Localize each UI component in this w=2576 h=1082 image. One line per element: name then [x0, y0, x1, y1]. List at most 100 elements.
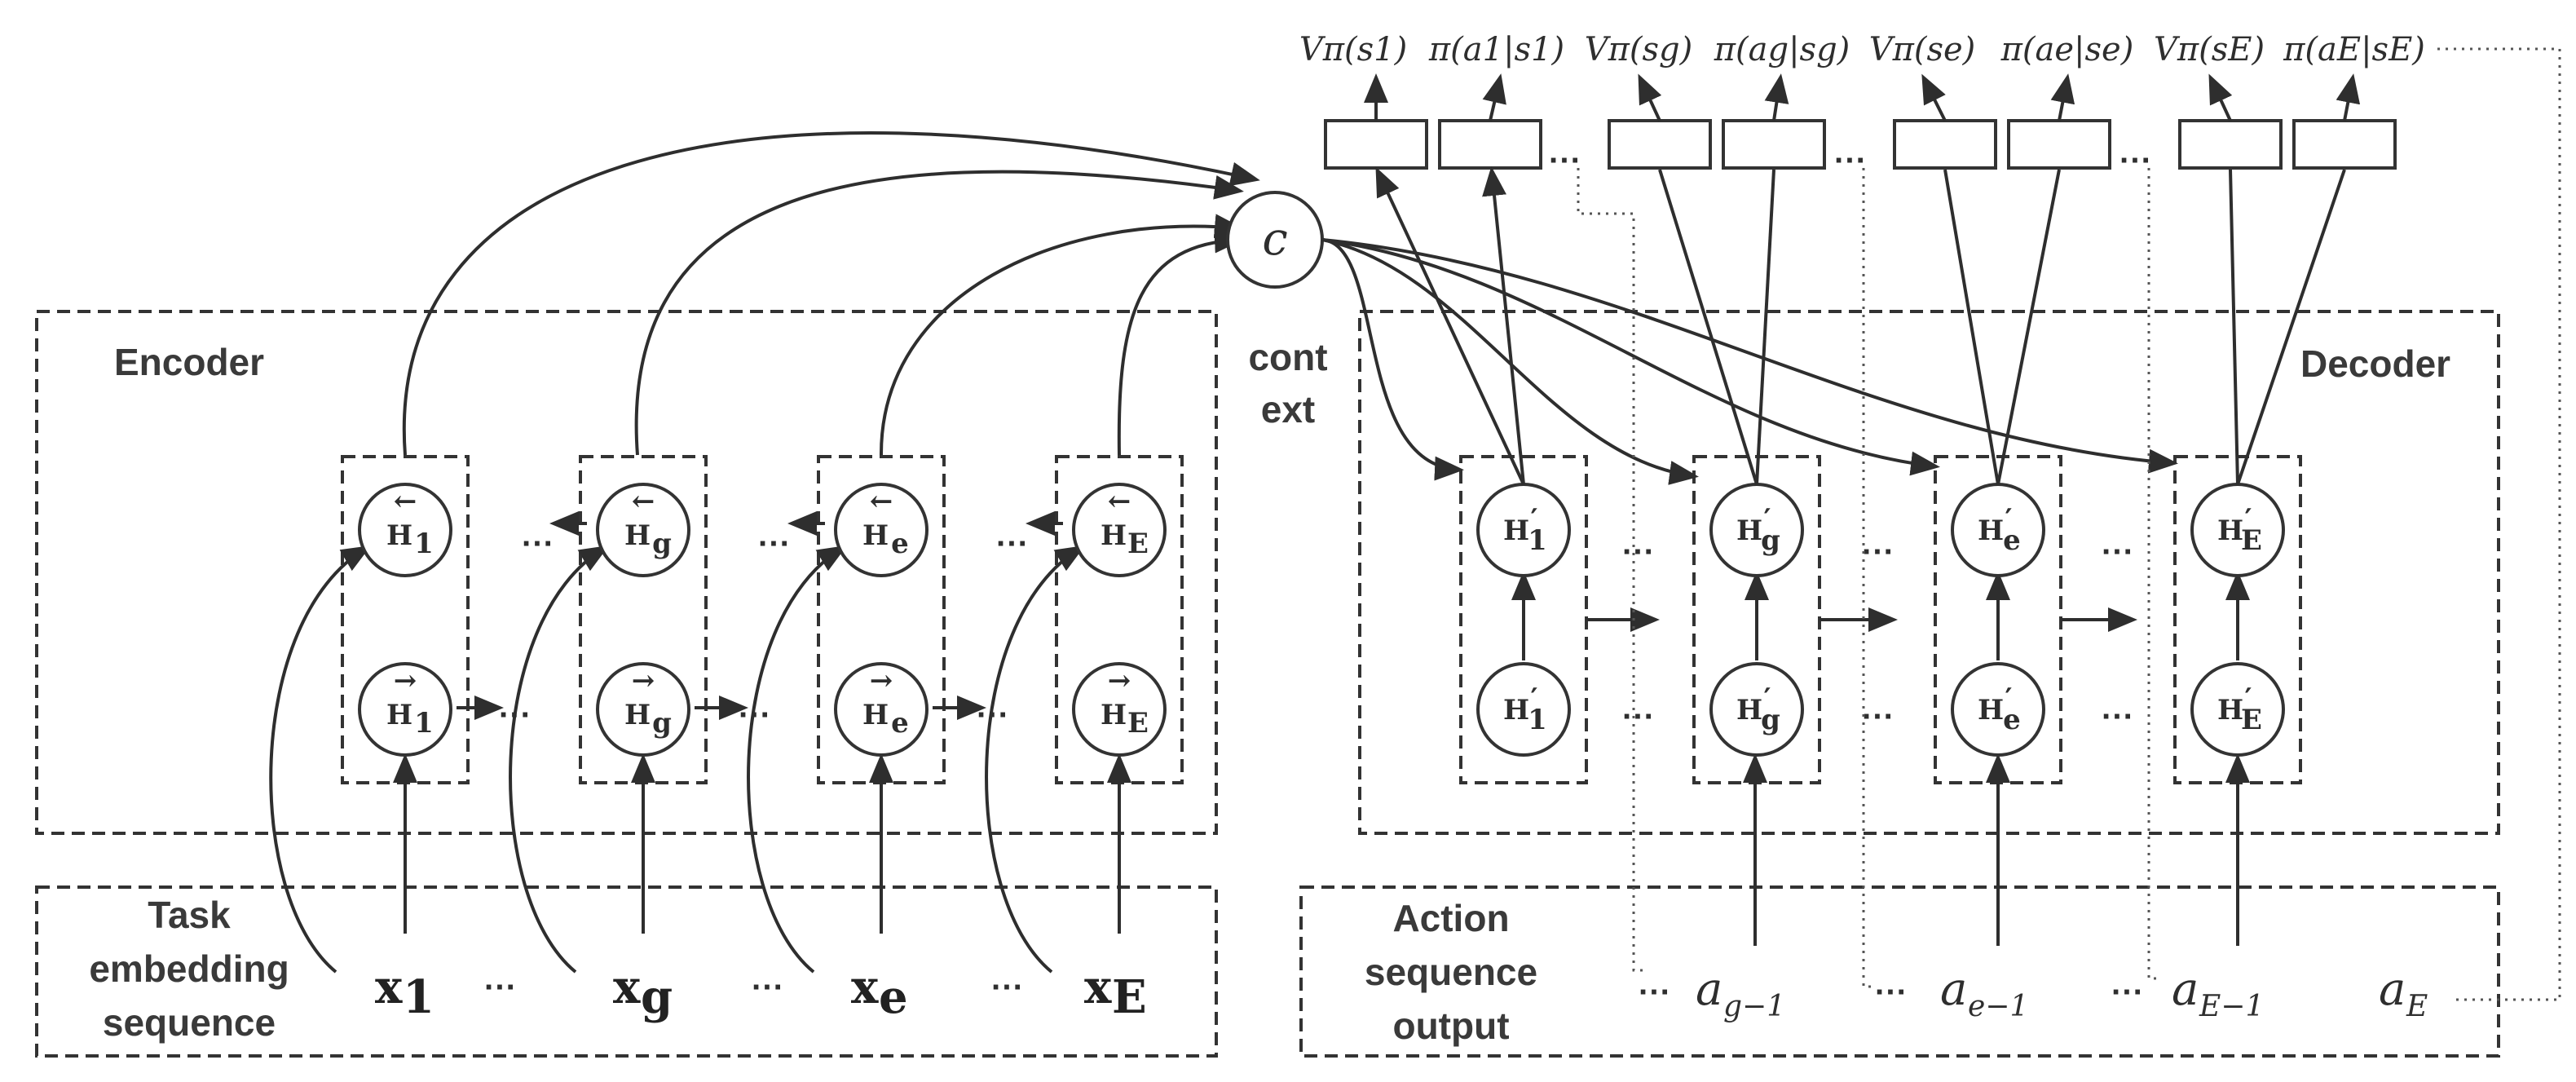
svg-text:x: x — [1084, 961, 1112, 1014]
decg-to-value — [1658, 169, 1758, 485]
value-head-1 — [1324, 119, 1428, 170]
svg-text:x: x — [851, 961, 879, 1014]
enc-ellipsis-b3: ··· — [996, 526, 1029, 562]
svg-text:g: g — [641, 970, 673, 1024]
context-to-dec-e — [1321, 238, 1940, 476]
svg-text:′: ′ — [2245, 682, 2252, 715]
enc-to-context-e — [879, 214, 1244, 456]
svg-text:E: E — [2241, 524, 2262, 557]
label-value-sE: Vπ(sE) — [2154, 31, 2265, 68]
input-x1: x 1 — [375, 961, 434, 1024]
svg-text:′: ′ — [2005, 682, 2013, 715]
enc-node-fwd-e: → H e — [834, 662, 929, 757]
svg-text:H: H — [624, 699, 651, 731]
task-label-1: Task — [148, 894, 231, 936]
enc-ellipsis-b2: ··· — [758, 526, 791, 562]
enc-ellipsis-b1: ··· — [522, 526, 554, 562]
context-label-1: cont — [1248, 336, 1327, 378]
svg-text:H: H — [1503, 515, 1529, 547]
policy-head-e — [2007, 119, 2111, 170]
dec-ellipsis-t3: ··· — [2102, 534, 2134, 570]
policy-head-1 — [1438, 119, 1542, 170]
feedback-path-E — [2437, 47, 2561, 1001]
enc-node-back-E: ← H E — [1072, 483, 1167, 577]
svg-text:H: H — [1101, 519, 1127, 552]
label-value-s1: Vπ(s1) — [1299, 31, 1407, 68]
encoder-box — [35, 310, 1218, 835]
svg-text:e: e — [891, 528, 909, 560]
svg-text:H: H — [1736, 694, 1762, 726]
feedback-path-E-1 — [2147, 168, 2159, 980]
svg-text:g: g — [652, 528, 672, 560]
policy-out-arrow-E — [2336, 73, 2361, 121]
svg-text:→: → — [394, 665, 417, 697]
svg-text:a: a — [1940, 963, 1967, 1016]
feedback-path-e — [1862, 168, 1875, 988]
svg-text:←: ← — [632, 485, 655, 518]
svg-text:←: ← — [870, 485, 893, 518]
enc-node-back-g: ← H g — [596, 483, 690, 577]
svg-text:′: ′ — [1531, 503, 1538, 536]
svg-text:g: g — [652, 707, 672, 740]
enc-node-back-1: ← H 1 — [358, 483, 452, 577]
action-ellipsis-2: ··· — [1875, 974, 1908, 1010]
dec-ellipsis-t2: ··· — [1862, 534, 1895, 570]
svg-text:E: E — [2406, 990, 2428, 1023]
input-curve-g — [509, 545, 610, 974]
label-policy-s1: π(a1|s1) — [1428, 31, 1564, 68]
action-label-1: Action — [1392, 897, 1509, 939]
task-label-3: sequence — [103, 1001, 276, 1044]
svg-text:x: x — [613, 961, 641, 1014]
action-token-E-1: a E−1 — [2172, 963, 2264, 1023]
policy-head-E — [2292, 119, 2397, 170]
dece-to-policy — [1996, 169, 2061, 485]
dec-ellipsis-b3: ··· — [2102, 699, 2134, 735]
head-ellipsis-1: ··· — [1549, 143, 1581, 179]
dec1-to-policy — [1482, 166, 1525, 485]
svg-text:1: 1 — [403, 970, 434, 1024]
context-to-dec-E — [1321, 238, 2178, 474]
dec-node-bot-g: H ′ g — [1709, 662, 1804, 757]
svg-text:H: H — [624, 519, 651, 552]
policy-out-arrow-1 — [1482, 73, 1506, 121]
svg-text:e: e — [891, 707, 909, 740]
svg-text:H: H — [1736, 515, 1762, 547]
svg-text:′: ′ — [2245, 503, 2252, 536]
svg-text:←: ← — [394, 485, 417, 518]
svg-text:′: ′ — [2005, 503, 2013, 536]
input-curve-e — [747, 545, 848, 974]
svg-text:E−1: E−1 — [2199, 990, 2264, 1023]
svg-text:H: H — [1978, 515, 2004, 547]
label-value-sg: Vπ(sg) — [1585, 31, 1693, 68]
svg-text:c: c — [1262, 213, 1287, 266]
context-node: c — [1226, 191, 1324, 289]
policy-out-arrow-e — [2050, 73, 2075, 121]
svg-text:→: → — [632, 665, 655, 697]
dec1-to-value — [1375, 166, 1525, 485]
svg-text:H: H — [1101, 699, 1127, 731]
input-ellipsis-1: ··· — [484, 969, 517, 1005]
svg-text:H: H — [1978, 694, 2004, 726]
input-curve-1 — [269, 545, 372, 974]
dec-node-top-1: H ′ 1 — [1476, 483, 1571, 577]
enc-to-context-E — [1117, 228, 1244, 456]
svg-text:1: 1 — [1528, 524, 1547, 557]
svg-text:H: H — [2217, 694, 2243, 726]
label-policy-sE: π(aE|sE) — [2283, 31, 2425, 68]
svg-text:g: g — [1761, 524, 1780, 557]
enc-ellipsis-f3: ··· — [977, 697, 1009, 733]
dec-node-bot-E: H ′ E — [2190, 662, 2285, 757]
input-ellipsis-2: ··· — [752, 969, 784, 1005]
svg-text:←: ← — [1108, 485, 1131, 518]
enc-node-fwd-1: → H 1 — [358, 662, 452, 757]
dec-node-bot-e: H ′ e — [1951, 662, 2045, 757]
enc-node-fwd-E: → H E — [1072, 662, 1167, 757]
enc-to-context-g — [634, 170, 1244, 456]
dece-to-value — [1943, 169, 2000, 485]
svg-text:a: a — [2172, 963, 2199, 1016]
decE-to-value — [2229, 169, 2239, 485]
context-to-dec-1 — [1321, 238, 1464, 481]
svg-text:e−1: e−1 — [1968, 990, 2028, 1023]
enc-node-back-e: ← H e — [834, 483, 929, 577]
enc-to-context-1 — [402, 131, 1260, 456]
